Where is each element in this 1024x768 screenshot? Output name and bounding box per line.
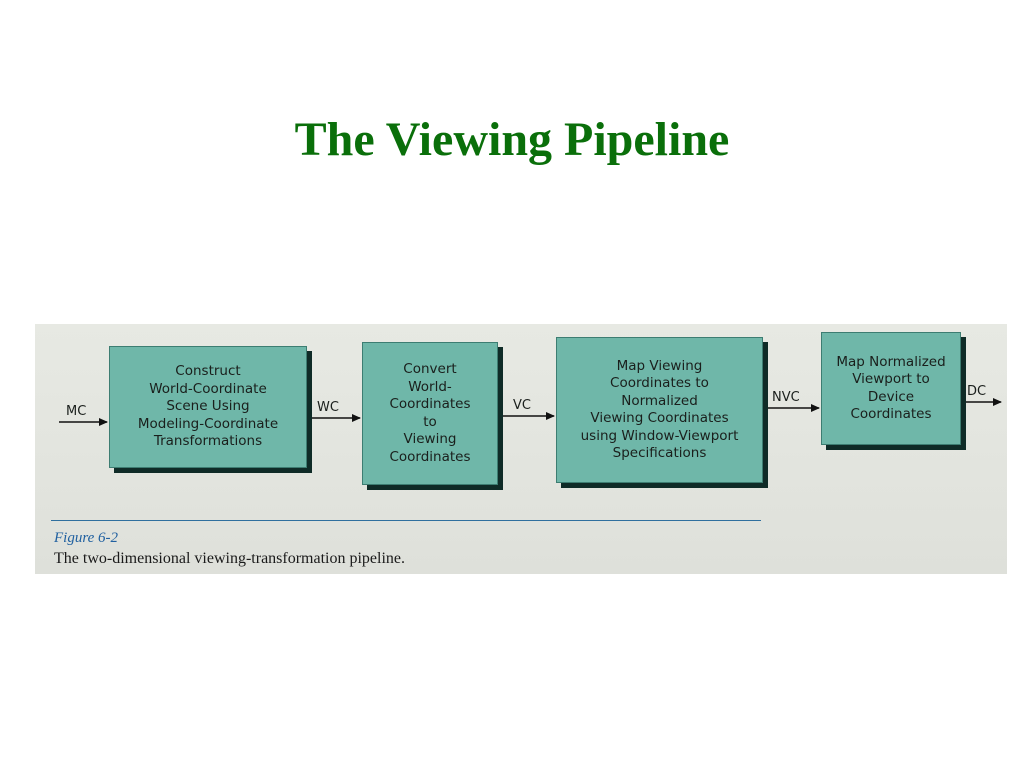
stage-label: Map Viewing Coordinates to Normalized Vi… [580, 357, 739, 462]
stage-box-convert-to-viewing: Convert World- Coordinates to Viewing Co… [362, 342, 498, 485]
figure-photo: MC WC VC NVC DC Construct World-Coordina… [35, 324, 1007, 574]
flow-label-dc: DC [967, 384, 987, 399]
stage-label: Map Normalized Viewport to Device Coordi… [836, 353, 946, 423]
flow-label-vc: VC [513, 398, 531, 413]
stage-label: Construct World-Coordinate Scene Using M… [137, 363, 279, 450]
stage-box-construct-world-scene: Construct World-Coordinate Scene Using M… [109, 346, 307, 468]
stage-box-map-to-device: Map Normalized Viewport to Device Coordi… [821, 332, 961, 445]
stage-box-map-to-normalized: Map Viewing Coordinates to Normalized Vi… [556, 337, 763, 483]
flow-arrows [59, 398, 1002, 426]
slide-title: The Viewing Pipeline [294, 113, 730, 166]
flow-label-nvc: NVC [772, 390, 800, 405]
flow-label-wc: WC [317, 400, 339, 415]
stage-label: Convert World- Coordinates to Viewing Co… [389, 361, 471, 465]
caption-rule [51, 520, 761, 521]
figure-number: Figure 6-2 [54, 530, 119, 546]
figure-caption: The two-dimensional viewing-transformati… [54, 550, 406, 567]
flow-label-mc: MC [66, 404, 87, 419]
